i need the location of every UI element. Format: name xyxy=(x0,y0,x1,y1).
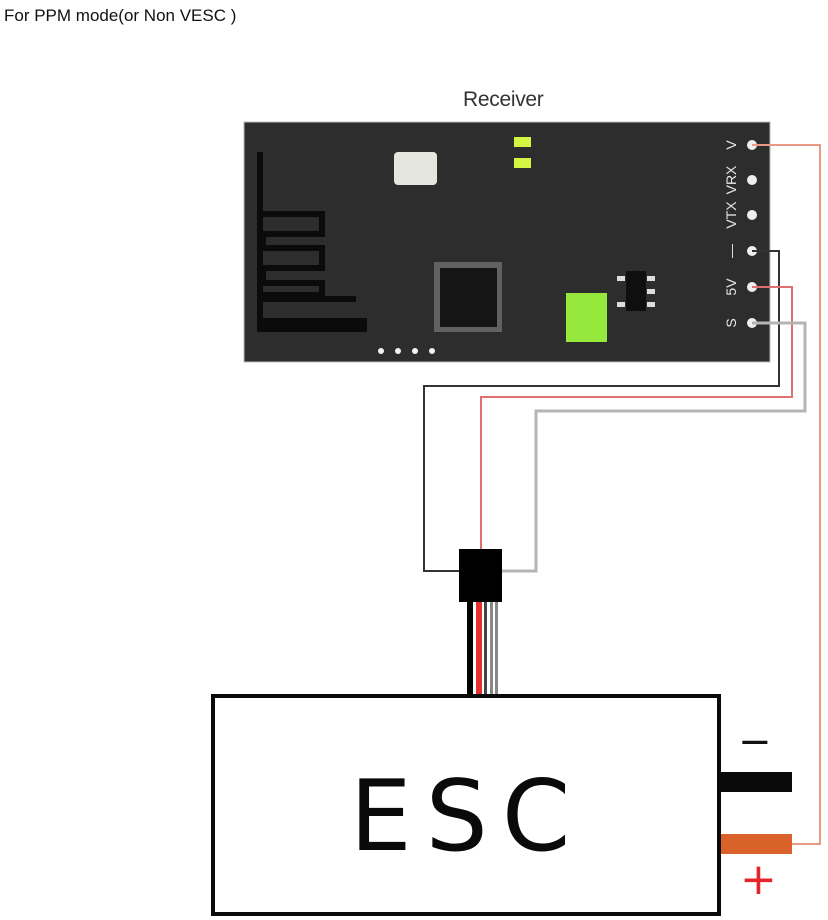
wire-signal xyxy=(502,321,807,573)
pin-label-v: V xyxy=(723,140,739,150)
esc-box xyxy=(211,694,721,916)
mcu-chip xyxy=(434,262,502,332)
pin-label-gnd: — xyxy=(723,244,739,258)
receiver-label: Receiver xyxy=(463,88,544,111)
pin-label-vtx: VTX xyxy=(723,201,739,229)
servo-connector xyxy=(459,549,502,602)
pin-label-s: S xyxy=(723,318,739,327)
wire-5v xyxy=(480,286,793,560)
pin-vrx xyxy=(747,175,757,185)
antenna-trace-icon xyxy=(257,152,367,332)
pin-header xyxy=(747,140,757,328)
wire-gnd xyxy=(423,250,780,572)
wires xyxy=(423,144,821,845)
crystal-component xyxy=(394,152,437,185)
pin-label-5v: 5V xyxy=(723,278,739,296)
negative-terminal-label: − xyxy=(738,719,772,765)
positive-terminal-label: + xyxy=(740,854,777,905)
negative-power-lead xyxy=(721,772,792,792)
positive-power-lead xyxy=(721,834,792,854)
led-icon xyxy=(514,137,531,147)
servo-lead xyxy=(467,602,498,696)
receiver-board: V VRX VTX — 5V S xyxy=(243,121,771,363)
led-icon xyxy=(514,158,531,168)
esc-label: ESC xyxy=(349,760,585,874)
pin-vtx xyxy=(747,210,757,220)
regulator-chip xyxy=(617,271,655,311)
diagram-heading: For PPM mode(or Non VESC ) xyxy=(4,6,237,25)
green-pad xyxy=(566,293,607,342)
header-dots xyxy=(378,348,435,354)
wire-v-to-esc-positive xyxy=(752,144,821,845)
pin-label-vrx: VRX xyxy=(723,165,739,194)
